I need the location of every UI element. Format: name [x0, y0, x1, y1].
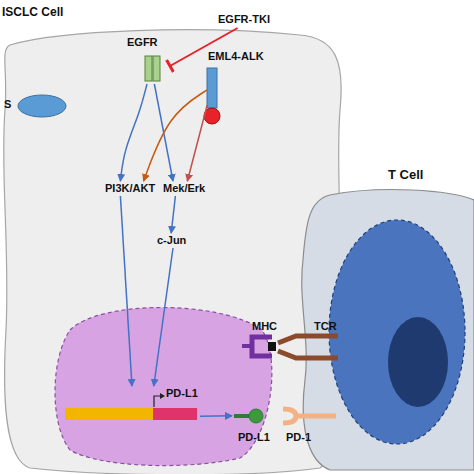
fusion-bar	[207, 68, 217, 108]
receptor-cup	[283, 409, 296, 423]
transcription-start	[154, 396, 161, 407]
node-label: PD-1	[286, 431, 311, 444]
transcription-head	[160, 393, 165, 399]
nucleus	[55, 308, 272, 466]
pathway-label: c-Jun	[155, 233, 191, 248]
node-shape	[2, 92, 72, 120]
node-shape	[298, 164, 474, 474]
tumor-cell: ISCLC CellS EGFR EML4-ALK PI3K/AKT Mek/Erk c-…	[0, 4, 346, 474]
fusion-protein: EML4-ALK	[205, 48, 279, 124]
node-label: PD-L1	[238, 431, 270, 444]
shape-group	[302, 190, 474, 470]
receptor-bar	[153, 56, 160, 81]
node-label: EGFR-TKI	[218, 13, 270, 26]
ligand-head	[249, 409, 263, 423]
pathway-label: PI3K/AKT	[103, 181, 161, 196]
tcr-arm	[278, 351, 338, 358]
tcr-protein: TCR	[292, 318, 342, 358]
promoter-bar	[153, 408, 197, 420]
signal-arrow	[187, 105, 207, 181]
receptor-protein: PD-1	[280, 400, 336, 448]
shape-group	[204, 68, 220, 124]
node-label: TCR	[314, 320, 337, 333]
nucleolus	[388, 317, 448, 407]
ligand-stem	[234, 414, 250, 418]
node-label: PI3K/AKT	[105, 182, 155, 195]
node-label: MHC	[252, 320, 277, 333]
signal-arrow	[120, 196, 132, 386]
gene: PD-L1	[64, 386, 200, 422]
receptor: EGFR	[124, 34, 170, 84]
receptor-stem	[296, 414, 336, 419]
tcr-arm	[278, 336, 338, 343]
signal-arrow	[200, 415, 232, 417]
signal-arrow	[171, 196, 175, 233]
kinase-domain	[204, 108, 220, 124]
node-label: S	[4, 98, 11, 111]
node-label: PD-L1	[166, 387, 198, 400]
peptide	[268, 342, 276, 351]
signal-arrow	[170, 28, 238, 66]
shape-group	[145, 56, 160, 81]
ligand-protein: PD-L1	[232, 400, 282, 448]
node-label: ISCLC Cell	[2, 6, 63, 19]
cell-membrane	[4, 30, 342, 474]
pathway-label: Mek/Erk	[161, 181, 209, 196]
node-label: c-Jun	[157, 234, 186, 247]
shape-group	[18, 95, 66, 117]
node-label: EML4-ALK	[208, 50, 264, 63]
signal-arrow	[144, 90, 208, 181]
signal-arrow	[154, 84, 173, 181]
shape-group	[4, 30, 342, 474]
protein-ellipse	[18, 95, 66, 117]
drug-label: EGFR-TKI	[216, 12, 288, 28]
shape-group	[242, 337, 276, 356]
t-cell: T Cell	[298, 164, 474, 474]
node-label: Mek/Erk	[163, 182, 205, 195]
gene-bar	[65, 408, 153, 420]
shape-group	[234, 409, 263, 423]
t-cell-membrane	[302, 190, 474, 470]
receptor-bar	[145, 56, 152, 81]
membrane-protein: S	[2, 92, 72, 120]
node-label: EGFR	[127, 36, 158, 49]
signal-arrow	[120, 84, 147, 181]
signal-arrow	[154, 248, 173, 386]
node-label: T Cell	[388, 168, 423, 181]
shape-group	[283, 409, 336, 423]
shape-group	[278, 336, 338, 358]
t-cell-nucleus	[329, 220, 465, 444]
